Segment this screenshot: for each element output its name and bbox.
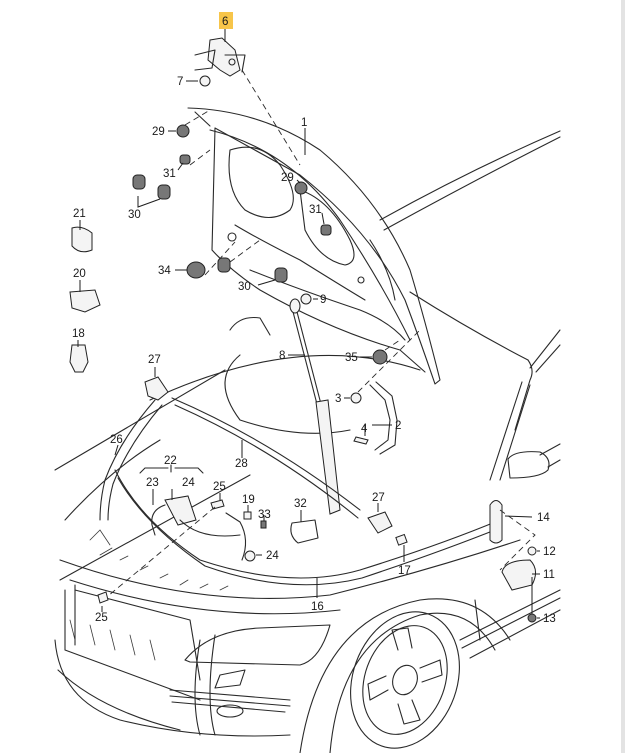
callout-20[interactable]: 20	[73, 268, 86, 280]
bump-stop-alignment-lines	[184, 109, 261, 276]
callout-25-bottom[interactable]: 25	[95, 612, 108, 624]
support-part-14[interactable]	[489, 500, 503, 544]
callout-27-left[interactable]: 27	[148, 354, 161, 366]
callout-34[interactable]: 34	[158, 265, 171, 277]
highlight-box-part-6	[219, 12, 233, 29]
callout-23[interactable]: 23	[146, 477, 159, 489]
callout-7[interactable]: 7	[177, 76, 183, 88]
connector-part-24[interactable]	[225, 512, 256, 562]
callout-30-lower[interactable]: 30	[238, 281, 251, 293]
callout-4[interactable]: 4	[361, 423, 368, 435]
callout-35[interactable]: 35	[345, 352, 358, 364]
callout-1[interactable]: 1	[301, 117, 307, 129]
callout-33[interactable]: 33	[258, 509, 271, 521]
callout-28[interactable]: 28	[235, 458, 248, 470]
hood-lock-part-6[interactable]	[194, 37, 246, 77]
callout-22[interactable]: 22	[164, 455, 177, 467]
buffer-part-35[interactable]	[372, 349, 388, 365]
clip-part-21[interactable]	[71, 226, 93, 253]
clip-part-18[interactable]	[69, 344, 89, 373]
bump-stop-parts[interactable]	[132, 124, 332, 283]
hinge-alignment-lines	[357, 329, 421, 393]
callout-26[interactable]: 26	[110, 434, 123, 446]
callout-2[interactable]: 2	[395, 420, 401, 432]
callout-6[interactable]: 6	[222, 16, 228, 28]
gas-strut-part-8[interactable]	[289, 298, 341, 515]
bolt-part-4[interactable]	[353, 436, 369, 445]
callout-24-top[interactable]: 24	[182, 477, 195, 489]
seal-part-26[interactable]	[99, 399, 163, 521]
callout-9[interactable]: 9	[320, 294, 326, 306]
nut-part-3[interactable]	[350, 392, 362, 404]
callout-31-left[interactable]: 31	[163, 168, 176, 180]
bonnet-panel	[187, 107, 441, 385]
latch-part-11[interactable]	[501, 559, 536, 591]
bracket-part-32[interactable]	[290, 519, 319, 544]
lock-alignment-line	[241, 69, 301, 166]
bolt-part-25-top[interactable]	[210, 499, 225, 510]
callout-16[interactable]: 16	[311, 601, 324, 613]
nut-part-13[interactable]	[527, 613, 537, 623]
clip-part-9[interactable]	[300, 293, 312, 305]
callout-29-right[interactable]: 29	[281, 172, 294, 184]
bolt-part-25-bottom[interactable]	[97, 591, 109, 604]
bracket-part-27-left[interactable]	[144, 376, 169, 401]
clip-part-33[interactable]	[260, 520, 267, 529]
callout-32[interactable]: 32	[294, 498, 307, 510]
cable-sleeve-part-17[interactable]	[395, 533, 408, 546]
release-lever-part-22[interactable]	[151, 495, 241, 537]
callout-27-right[interactable]: 27	[372, 492, 385, 504]
callout-19[interactable]: 19	[242, 494, 255, 506]
clip-part-19[interactable]	[243, 511, 252, 520]
callout-31-right[interactable]: 31	[309, 204, 322, 216]
callout-8[interactable]: 8	[279, 350, 285, 362]
latch-alignment-line	[499, 509, 536, 571]
callout-17[interactable]: 17	[398, 565, 411, 577]
callout-25-top[interactable]: 25	[213, 481, 226, 493]
callout-13[interactable]: 13	[543, 613, 556, 625]
callout-labels: 6 7 1 29 29 31 31 30 30 21 20 18 34 9 8 …	[72, 12, 556, 625]
leader-lines	[77, 29, 540, 619]
bracket-part-27-right[interactable]	[367, 511, 393, 534]
seal-part-28[interactable]	[171, 397, 361, 519]
bolt-alignment-line	[107, 506, 216, 597]
callout-29-top[interactable]: 29	[152, 126, 165, 138]
callout-30-left[interactable]: 30	[128, 209, 141, 221]
callout-12[interactable]: 12	[543, 546, 556, 558]
callout-24-right[interactable]: 24	[266, 550, 279, 562]
image-edge-strip	[621, 0, 625, 753]
callout-21[interactable]: 21	[73, 208, 86, 220]
car-body	[54, 130, 561, 753]
screw-part-12[interactable]	[527, 546, 537, 556]
clip-part-20[interactable]	[69, 289, 101, 313]
callout-11[interactable]: 11	[543, 569, 555, 581]
callout-3[interactable]: 3	[335, 393, 341, 405]
hinge-part-2[interactable]	[369, 381, 398, 455]
callout-18[interactable]: 18	[72, 328, 85, 340]
callout-14[interactable]: 14	[537, 512, 550, 524]
nut-part-7[interactable]	[199, 75, 211, 87]
bracket-22	[139, 464, 204, 474]
